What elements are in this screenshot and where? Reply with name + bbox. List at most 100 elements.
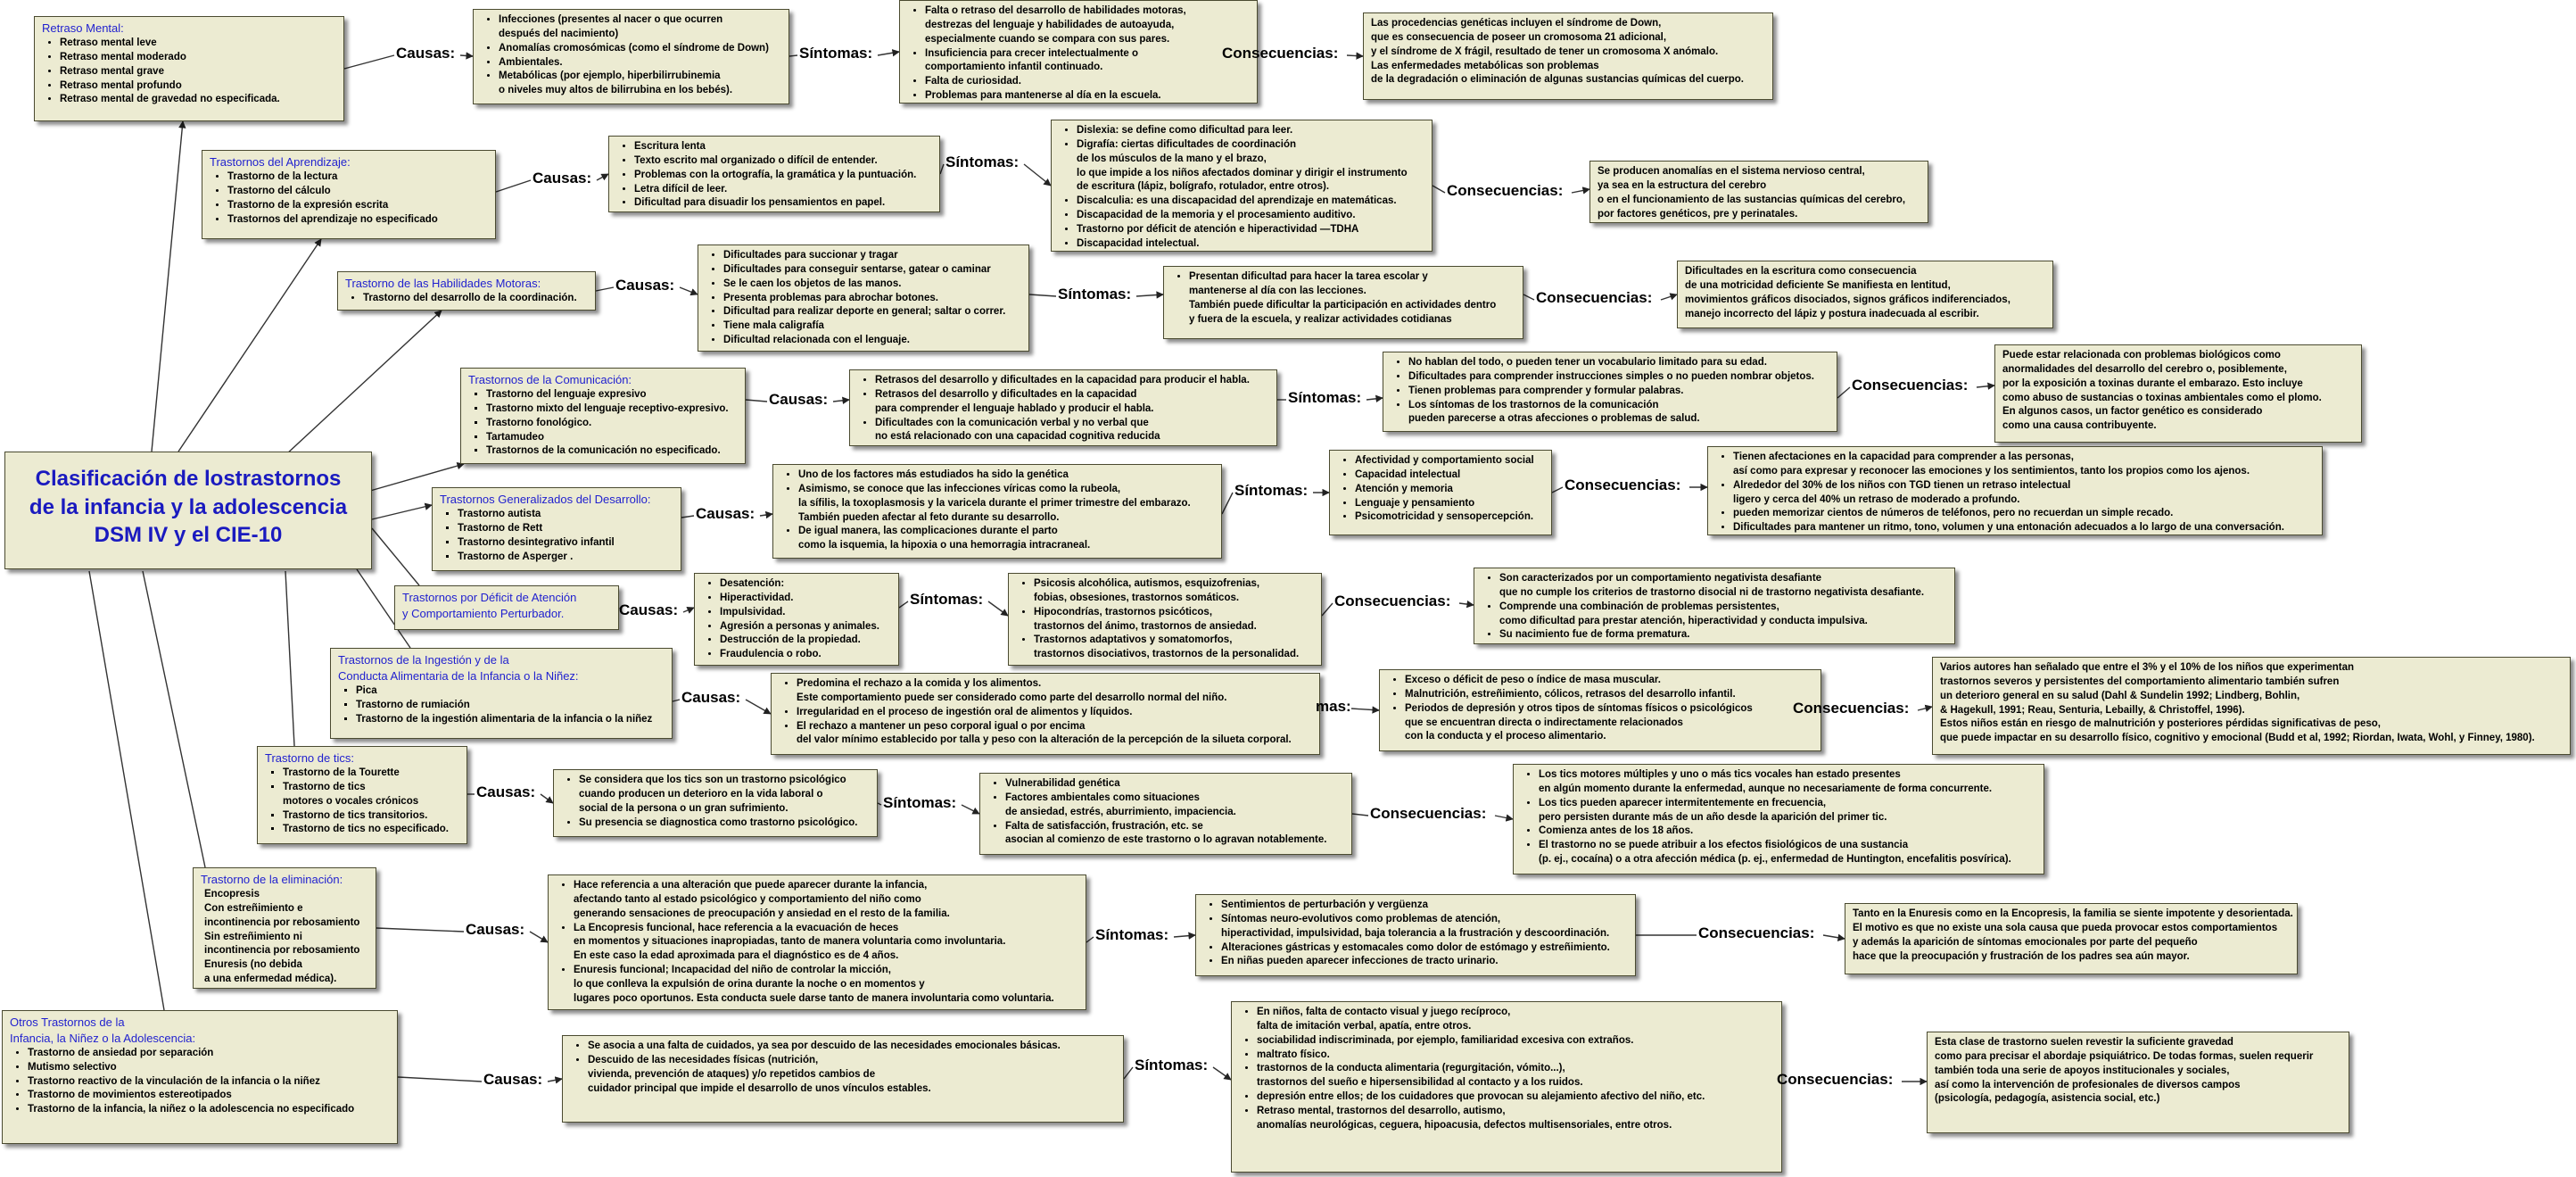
causas-item-line: Se considera que los tics son un trastor…: [579, 775, 846, 785]
category-box: Trastornos de la Comunicación:Trastorno …: [460, 368, 746, 464]
consecuencias-text-line: anormalidades del desarrollo del cerebro…: [2002, 363, 2287, 375]
category-item-line: Trastorno de movimientos estereotipados: [28, 1090, 232, 1101]
category-item-line: Trastorno del cálculo: [227, 185, 331, 196]
connector-line: [1023, 163, 1052, 186]
category-item-line: incontinencia por rebosamiento: [204, 916, 360, 928]
category-item-line: Trastorno de la Tourette: [283, 767, 400, 778]
sintomas-item: Capacidad intelectual: [1355, 468, 1544, 483]
consecuencias-label: Consecuencias:: [1222, 45, 1339, 62]
consecuencias-text-line: o en el funcionamiento de las sustancias…: [1598, 194, 1906, 205]
connector-line: [745, 399, 768, 402]
causas-item-line: en momentos y situaciones inapropiadas, …: [574, 936, 1006, 948]
sintomas-item-line: En niños, falta de contacto visual y jue…: [1257, 1007, 1511, 1017]
sintomas-item: Discalculia: es una discapacidad del apr…: [1077, 195, 1424, 209]
consecuencias-text-line: así como la intervención de profesionale…: [1935, 1079, 2241, 1090]
category-item: Trastorno de la Tourette: [283, 767, 459, 781]
sintomas-box: Sentimientos de perturbación y vergüenza…: [1195, 894, 1636, 976]
consecuencias-item-line: pero persisten durante más de un año des…: [1539, 811, 1887, 823]
connector-line: [832, 396, 850, 405]
causas-item-line: Enuresis funcional; Incapacidad del niño…: [574, 965, 891, 976]
category-item-line: Trastorno de rumiación: [356, 699, 470, 710]
consecuencias-text-line: Varios autores han señalado que entre el…: [1940, 662, 2354, 673]
causas-item-line: Desatención:: [720, 578, 785, 589]
category-title-line: Trastorno de las Habilidades Motoras:: [345, 277, 541, 290]
category-title-line: Otros Trastornos de la: [10, 1015, 125, 1029]
causas-item: Impulsividad.: [720, 606, 891, 620]
category-item-line: Tartamudeo: [486, 431, 544, 443]
category-item: Mutismo selectivo: [28, 1061, 390, 1075]
connector-line: [540, 793, 554, 804]
category-box: Trastornos del Aprendizaje:Trastorno de …: [202, 150, 496, 239]
category-item: Trastorno del cálculo: [227, 185, 488, 199]
root-title-line-1: Clasificación de lostrastornos: [35, 467, 342, 491]
causas-item-line: Uno de los factores más estudiados ha si…: [798, 469, 1069, 480]
connector-line: [1351, 813, 1369, 816]
causas-item-line: Destrucción de la propiedad.: [720, 634, 861, 646]
connector-line: [679, 286, 698, 296]
category-item: Trastorno de ansiedad por separación: [28, 1047, 390, 1061]
connector-line: [681, 515, 695, 518]
sintomas-item: Dislexia: se define como dificultad para…: [1077, 124, 1424, 138]
causas-box: Dificultades para succionar y tragarDifi…: [698, 245, 1029, 352]
causas-item-line: Letra difícil de leer.: [634, 183, 728, 195]
consecuencias-label: Consecuencias:: [1793, 700, 1910, 717]
consecuencias-label: Consecuencias:: [1334, 593, 1451, 609]
consecuencias-text-line: por factores genéticos, pre y perinatale…: [1598, 208, 1798, 220]
consecuencias-box: Tienen afectaciones en la capacidad para…: [1707, 446, 2323, 535]
consecuencias-item-line: que no cumple los criterios de trastorno…: [1499, 586, 1925, 598]
category-title-line: Trastornos Generalizados del Desarrollo:: [440, 493, 651, 506]
category-item-line: Trastorno fonológico.: [486, 417, 592, 428]
consecuencias-label: Consecuencias:: [1777, 1071, 1894, 1088]
sintomas-item-line: maltrato físico.: [1257, 1049, 1330, 1060]
connector-line: [1221, 492, 1234, 515]
category-item-line: Mutismo selectivo: [28, 1061, 117, 1073]
sintomas-item-line: Psicomotricidad y sensopercepción.: [1355, 511, 1534, 523]
causas-item-line: Infecciones (presentes al nacer o que oc…: [499, 14, 723, 25]
consecuencias-item-line: Alrededor del 30% de los niños con TGD t…: [1733, 479, 2071, 491]
category-item-line: Retraso mental grave: [60, 65, 164, 77]
connector-line: [1822, 933, 1845, 941]
category-box: Trastornos Generalizados del Desarrollo:…: [432, 487, 681, 571]
category-item: Trastorno del desarrollo de la coordinac…: [363, 292, 588, 306]
connector-line: [397, 1076, 483, 1082]
causas-item-line: Dificultades con la comunicación verbal …: [875, 417, 1149, 428]
causas-item: Retrasos del desarrollo y dificultades e…: [875, 374, 1269, 388]
connector-line: [1212, 1066, 1232, 1081]
category-item: Tartamudeo: [486, 431, 738, 445]
category-item-line: Pica: [356, 684, 377, 696]
category-item-line: Trastorno de la lectura: [227, 170, 338, 182]
sintomas-item-line: Tienen problemas para comprender y formu…: [1408, 385, 1684, 396]
causas-item-line: Dificultad para disuadir los pensamiento…: [634, 197, 886, 209]
category-item-line: Trastorno de ansiedad por separación: [28, 1047, 214, 1058]
causas-item: Anomalías cromosómicas (como el síndrome…: [499, 42, 781, 56]
connector-line: [1366, 394, 1383, 403]
category-item-line: Retraso mental moderado: [60, 51, 186, 62]
sintomas-item-line: Síntomas neuro-evolutivos como problemas…: [1221, 913, 1501, 924]
causas-item-line: vivienda, prevención de ataques) y/o rep…: [588, 1068, 876, 1080]
sintomas-item: Falta o retraso del desarrollo de habili…: [925, 4, 1250, 47]
category-item-line: Trastorno mixto del lenguaje receptivo-e…: [486, 402, 729, 414]
consecuencias-text-line: & Hagekull, 1991; Reau, Senturia, Lebail…: [1940, 704, 2245, 716]
causas-item: Irregularidad en el proceso de ingestión…: [797, 706, 1312, 720]
sintomas-item: Psicosis alcohólica, autismos, esquizofr…: [1034, 577, 1314, 606]
category-item: Retraso mental leve: [60, 37, 336, 51]
causas-item: Asimismo, se conoce que las infecciones …: [798, 483, 1214, 526]
sintomas-item-line: lo que impide a los niños afectados domi…: [1077, 167, 1408, 178]
consecuencias-item: Los tics pueden aparecer intermitentemen…: [1539, 797, 2036, 825]
sintomas-item: trastornos de la conducta alimentaria (r…: [1257, 1062, 1774, 1090]
causas-item-line: cuando producen un deterioro en la vida …: [579, 788, 823, 800]
causas-item-line: Asimismo, se conoce que las infecciones …: [798, 483, 1121, 494]
causas-item: Dificultad para realizar deporte en gene…: [723, 305, 1021, 319]
sintomas-item-line: Discapacidad intelectual.: [1077, 237, 1200, 249]
sintomas-label: mas:: [1316, 698, 1351, 715]
sintomas-item-line: trastornos del sueño e hipersensibilidad…: [1257, 1077, 1583, 1089]
category-item-line: Retraso mental profundo: [60, 79, 182, 91]
consecuencias-item: pueden memorizar cientos de números de t…: [1733, 507, 2315, 521]
causas-item: Descuido de las necesidades físicas (nut…: [588, 1054, 1116, 1097]
causas-item-line: lo que conlleva la expulsión de orina du…: [574, 979, 925, 991]
consecuencias-item-line: Comienza antes de los 18 años.: [1539, 825, 1694, 837]
sintomas-box: Afectividad y comportamiento socialCapac…: [1329, 450, 1552, 535]
category-item-line: Trastorno del lenguaje expresivo: [486, 388, 647, 400]
sintomas-item-line: de los músculos de la mano y el brazo,: [1077, 153, 1267, 164]
